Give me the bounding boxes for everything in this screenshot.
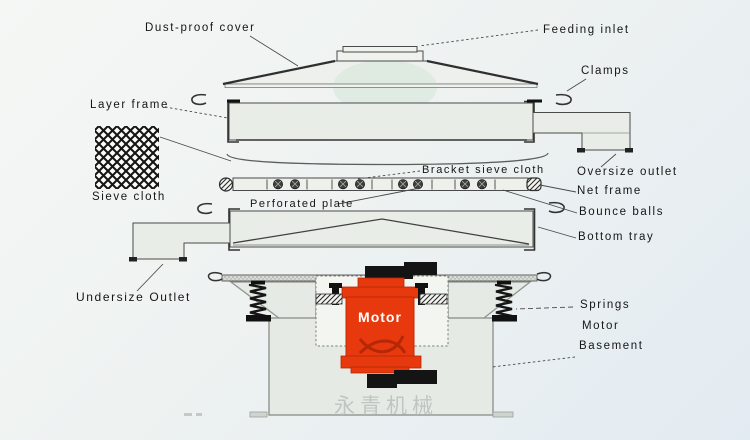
- label-basement: Basement: [579, 340, 644, 352]
- bracket-sieve-cloth-arc: [226, 152, 549, 166]
- rail-hook-left: [207, 271, 223, 282]
- mount-hatch-bands: [315, 293, 448, 305]
- watermark-text: 永青机械: [334, 394, 438, 418]
- layer-frame: [227, 99, 542, 143]
- rail-hook-right: [536, 271, 552, 282]
- label-motor: Motor: [582, 320, 620, 332]
- label-perforated-plate: Perforated plate: [250, 198, 354, 210]
- undersize-outlet-chute: [129, 222, 231, 262]
- motor-body-text: Motor: [358, 309, 402, 325]
- bottom-tray: [228, 208, 536, 251]
- feeding-inlet: [336, 46, 424, 62]
- label-bounce-balls: Bounce balls: [579, 206, 665, 218]
- spring-right: [492, 280, 517, 322]
- dust-proof-cover: [222, 59, 539, 114]
- label-undersize-outlet: Undersize Outlet: [76, 290, 191, 304]
- clamp-icon-top-left: [191, 93, 207, 106]
- oversize-outlet-chute: [532, 112, 633, 153]
- motor-assembly: [315, 262, 448, 388]
- label-oversize-outlet: Oversize outlet: [577, 166, 678, 178]
- sieve-cloth-swatch: [95, 126, 159, 189]
- eccentric-weight-top: [365, 262, 437, 279]
- label-bottom-tray: Bottom tray: [578, 231, 655, 243]
- bounce-balls-row: [272, 179, 487, 190]
- label-springs: Springs: [580, 299, 631, 311]
- clamp-icon-bottom-left: [197, 202, 213, 215]
- label-net-frame: Net frame: [577, 185, 642, 197]
- label-layer-frame: Layer frame: [90, 99, 169, 111]
- label-feeding-inlet: Feeding inlet: [543, 24, 630, 36]
- spring-left: [246, 280, 271, 322]
- eccentric-weight-bottom: [367, 370, 437, 388]
- label-clamps: Clamps: [581, 65, 630, 77]
- label-sieve-cloth: Sieve cloth: [92, 191, 166, 203]
- leader-lines: [136, 29, 617, 368]
- clamp-icon-top-right: [555, 93, 572, 106]
- clamp-icon-bottom-right: [548, 201, 565, 214]
- label-bracket-sieve-cloth: Bracket sieve cloth: [422, 164, 545, 176]
- label-dust-proof-cover: Dust-proof cover: [145, 22, 256, 34]
- net-frame-bar: [218, 177, 542, 192]
